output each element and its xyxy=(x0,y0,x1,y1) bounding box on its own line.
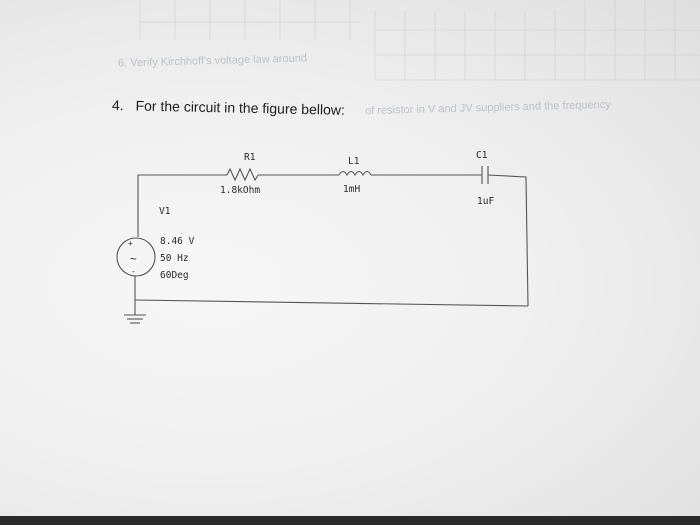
v1-minus-sign: - xyxy=(131,267,136,276)
bleed-through-grid xyxy=(139,0,700,81)
c1-value-label: 1uF xyxy=(477,196,494,207)
v1-frequency-label: 50 Hz xyxy=(160,253,189,264)
l1-name-label: L1 xyxy=(348,156,360,167)
v1-amplitude-label: 8.46 V xyxy=(160,236,195,247)
l1-value-label: 1mH xyxy=(343,184,360,195)
v1-plus-sign: + xyxy=(128,239,133,248)
v1-name-label: V1 xyxy=(159,206,171,217)
r1-value-label: 1.8kOhm xyxy=(220,185,260,196)
resistor-r1-symbol xyxy=(226,167,259,182)
c1-name-label: C1 xyxy=(476,150,488,161)
v1-phase-label: 60Deg xyxy=(160,270,189,281)
wire-top-left xyxy=(137,174,227,237)
wire-right xyxy=(487,174,529,307)
wire-bottom xyxy=(134,299,529,307)
ground-icon xyxy=(124,314,146,324)
desk-edge xyxy=(0,516,700,525)
voltage-source-v1-symbol xyxy=(116,237,156,277)
inductor-l1-symbol xyxy=(338,170,372,177)
ac-wave-icon: ~ xyxy=(130,252,137,265)
r1-name-label: R1 xyxy=(244,152,256,163)
